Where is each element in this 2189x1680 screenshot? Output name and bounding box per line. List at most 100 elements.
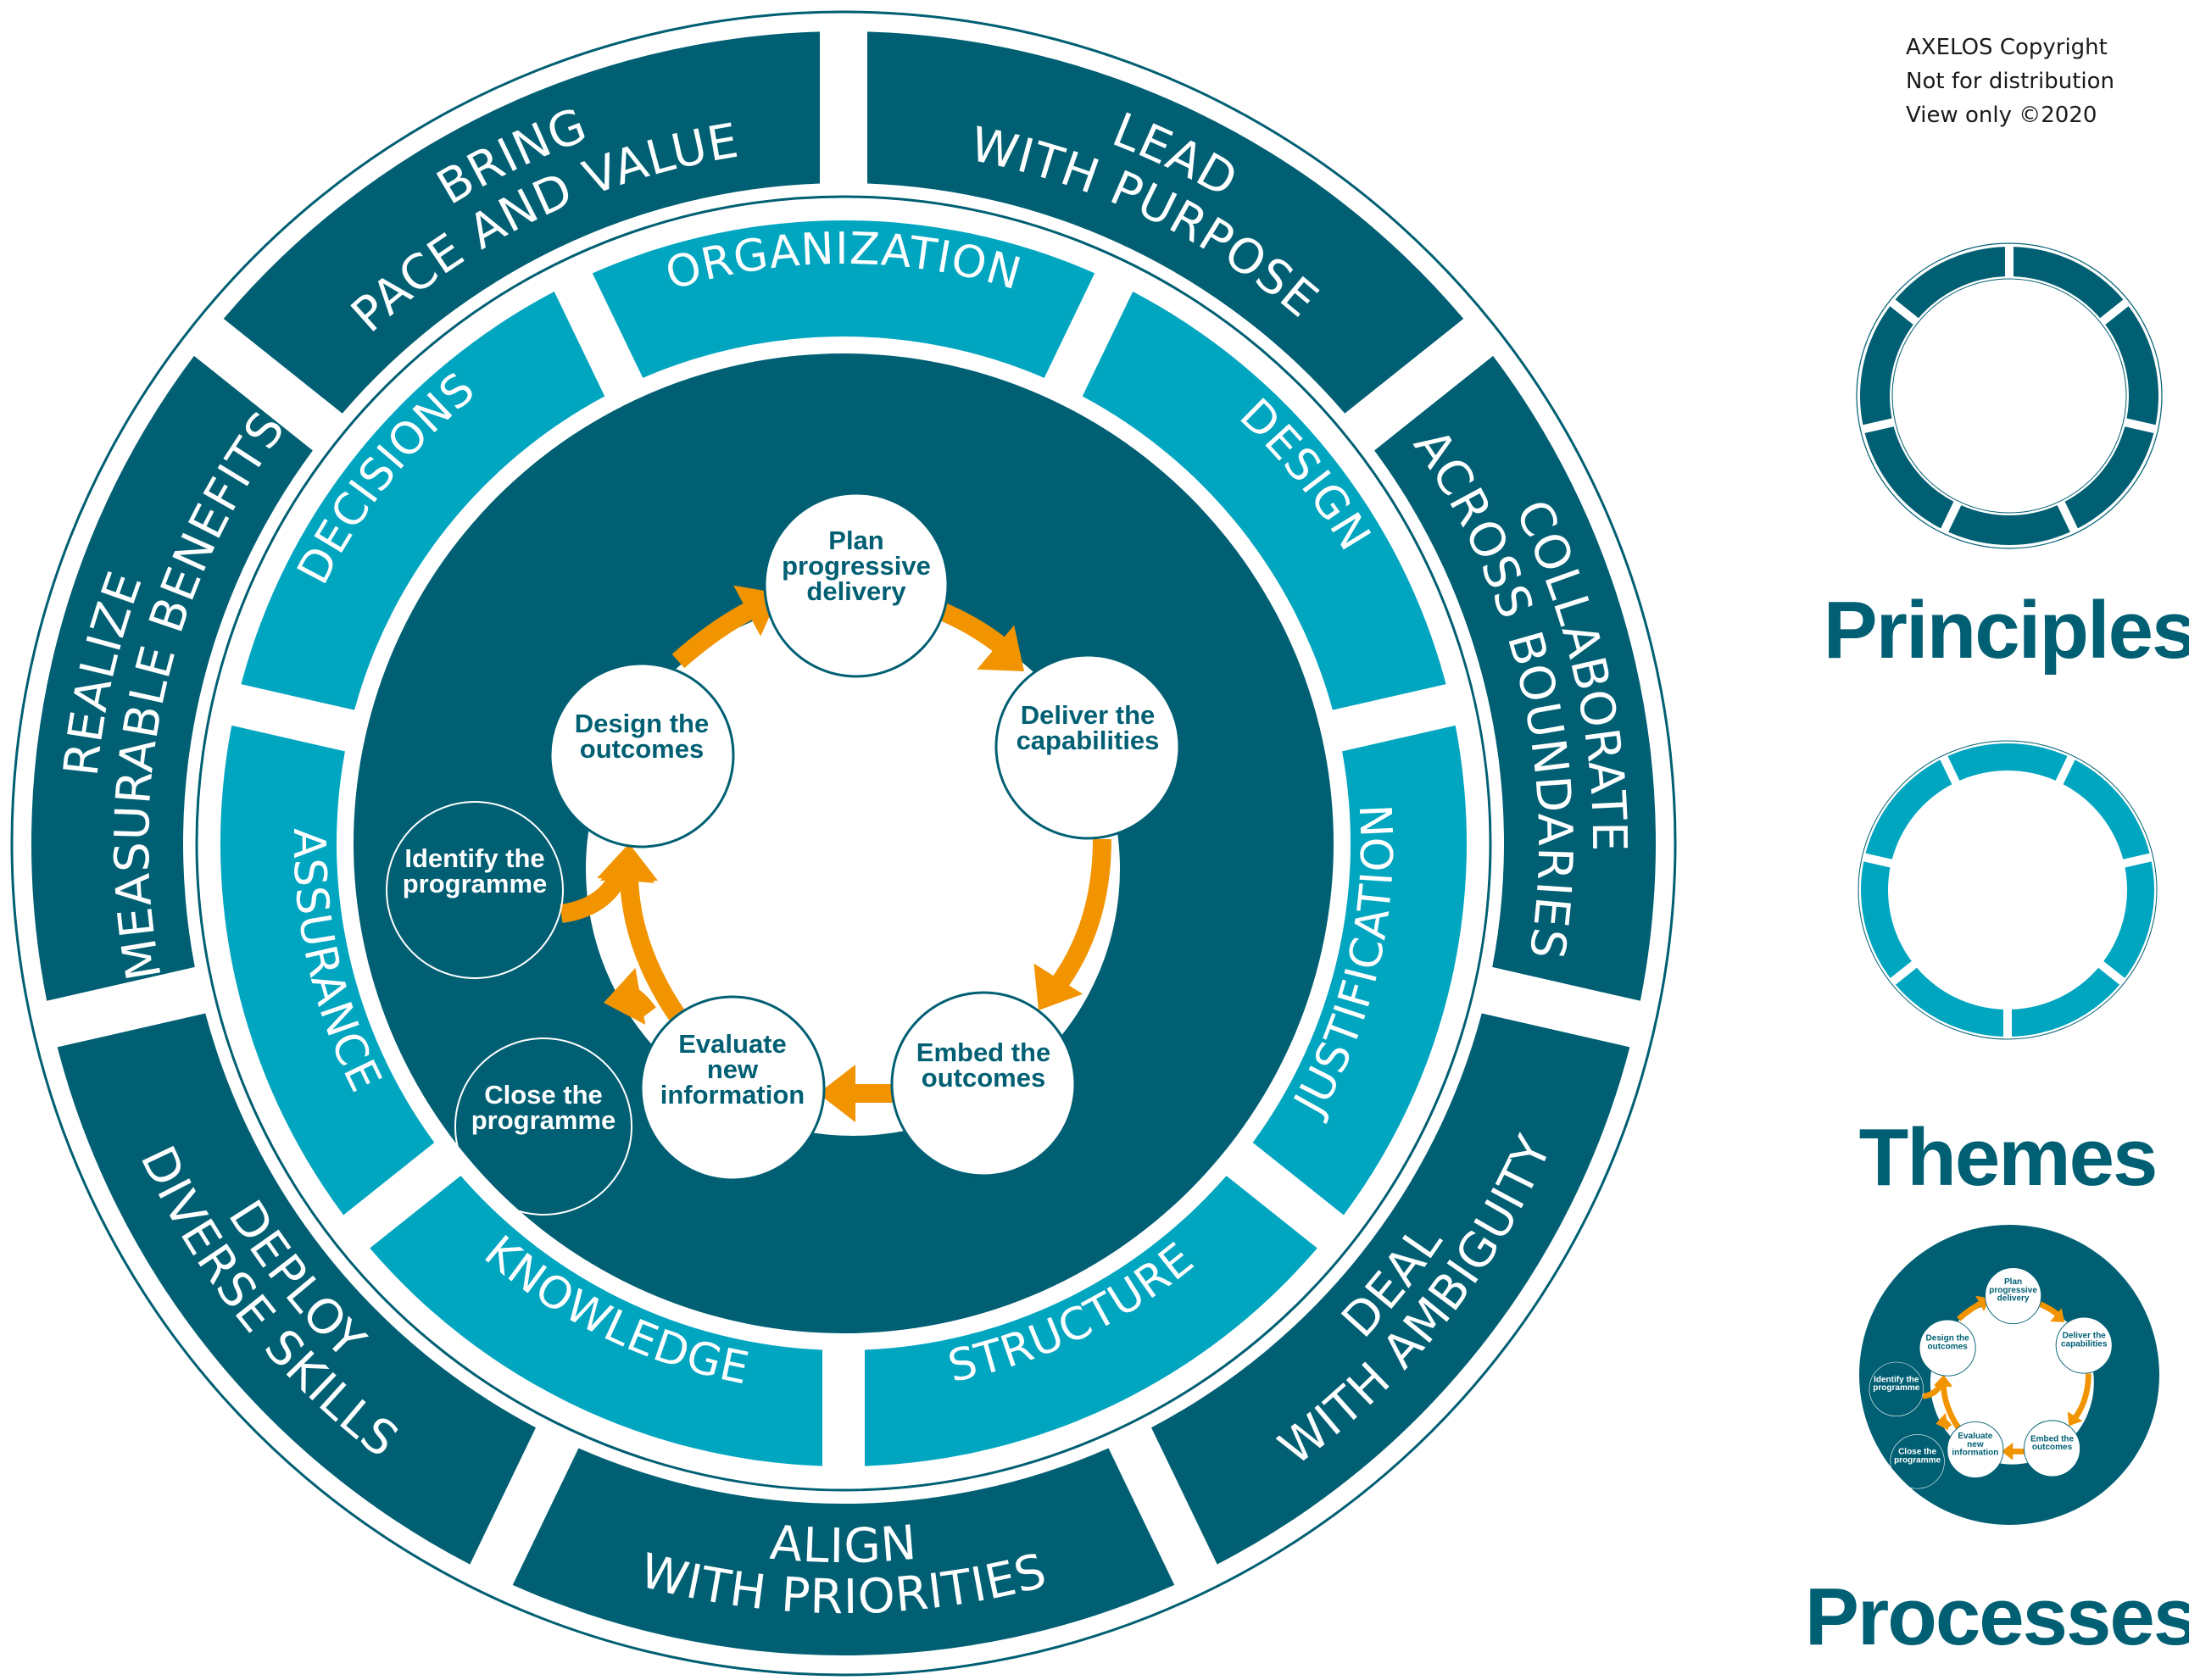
arrow-head xyxy=(2001,1442,2014,1460)
principle-segment-shape xyxy=(223,31,820,414)
legend-principles xyxy=(1856,242,2163,549)
process-step-label: Design the xyxy=(1926,1334,1970,1343)
principle-label-line1-path: ALIGN xyxy=(768,1516,918,1574)
legend-theme-segment xyxy=(1947,743,2068,781)
arrow-head xyxy=(818,1065,855,1122)
process-step-label: Plan xyxy=(828,526,883,555)
process-step-label: new xyxy=(1967,1440,1984,1449)
process-arrow xyxy=(1033,838,1111,1010)
theme-segment-shape xyxy=(220,725,435,1215)
legend-theme-segment xyxy=(2012,967,2120,1037)
legend-principle-segment xyxy=(1948,505,2070,546)
process-arrow xyxy=(2001,1442,2027,1460)
arrow-head xyxy=(2067,1411,2083,1427)
process-identify-label: Identify the xyxy=(404,843,544,873)
process-step-circle xyxy=(890,991,1077,1177)
arrow-head xyxy=(1933,1375,1952,1388)
process-step-label: capabilities xyxy=(1017,726,1160,755)
process-identify-circle xyxy=(386,801,564,979)
legend-outer-line xyxy=(1856,242,2163,549)
legend-principle-segment xyxy=(2105,306,2158,426)
legend-theme-segment xyxy=(1861,861,1912,978)
process-step-label: Embed the xyxy=(2030,1434,2075,1444)
process-step-label: outcomes xyxy=(2032,1443,2073,1452)
legend-principles-label: Principles xyxy=(1824,585,2189,676)
legend-principle-segment xyxy=(1895,247,2005,319)
process-step-label: progressive xyxy=(782,551,931,581)
outer-ring-line xyxy=(10,10,1677,1677)
arrow-head xyxy=(604,967,646,1025)
legend-principle-segment xyxy=(1864,426,1954,529)
arrow-head xyxy=(1936,1412,1949,1431)
copyright-line: Not for distribution xyxy=(1906,69,2114,94)
arrow-head xyxy=(2050,1308,2065,1322)
process-step-label: progressive xyxy=(1989,1286,2037,1295)
process-step-label: Evaluate xyxy=(1958,1432,1993,1441)
legend-outer-line xyxy=(1858,740,2158,1040)
process-step-label: outcomes xyxy=(1928,1342,1969,1351)
process-step-circle xyxy=(994,654,1181,840)
process-step-label: Deliver the xyxy=(2063,1332,2107,1341)
theme-segment-shape xyxy=(865,1176,1317,1466)
process-arrow xyxy=(939,603,1024,671)
process-step-label: outcomes xyxy=(922,1063,1045,1093)
theme-segment-shape xyxy=(370,1176,822,1466)
legend-processes-label: Processes xyxy=(1805,1572,2189,1662)
process-step-circle xyxy=(1919,1319,1976,1377)
process-close-label: Close the xyxy=(1898,1448,1936,1457)
process-arrow xyxy=(604,967,656,1025)
process-close-circle xyxy=(454,1037,632,1215)
legend-themes xyxy=(1858,740,2158,1040)
copyright-line: AXELOS Copyright xyxy=(1906,35,2108,60)
process-identify-circle xyxy=(1869,1361,1924,1416)
process-close-label: programme xyxy=(1894,1456,1941,1466)
theme-segment[interactable]: ORGANIZATION xyxy=(592,220,1095,378)
legend-theme-segment xyxy=(1865,759,1952,859)
principle-segment-shape xyxy=(57,1013,536,1565)
legend-principle-segment xyxy=(2064,426,2154,529)
principle-segment-shape xyxy=(512,1448,1175,1655)
process-step-circle xyxy=(2055,1316,2113,1374)
arrow-head xyxy=(977,625,1024,671)
process-step-circle xyxy=(639,995,826,1182)
process-close-label: programme xyxy=(471,1105,616,1135)
process-step-label: delivery xyxy=(1997,1294,2030,1304)
process-step-label: Deliver the xyxy=(1021,700,1156,730)
copyright-line: View only ©2020 xyxy=(1906,103,2097,128)
principle-segment-shape xyxy=(1374,355,1656,1001)
process-step-label: information xyxy=(1952,1449,1998,1458)
principle-segment-shape xyxy=(1151,1013,1630,1565)
process-step-circle xyxy=(2023,1420,2081,1477)
process-step-label: Embed the xyxy=(916,1037,1050,1067)
legend-theme-segment xyxy=(2103,861,2154,978)
arrow-shaft xyxy=(1042,838,1111,1003)
principle-segment-shape xyxy=(31,355,313,1001)
process-step-label: information xyxy=(660,1080,805,1110)
principle-label-line1: ALIGN xyxy=(768,1516,919,1574)
theme-segment-shape xyxy=(1082,292,1446,710)
process-step-label: outcomes xyxy=(580,734,704,764)
process-step-label: capabilities xyxy=(2061,1339,2108,1349)
process-arrow xyxy=(2038,1301,2065,1322)
process-close-label: Close the xyxy=(484,1080,603,1110)
process-identify-label: Identify the xyxy=(1874,1375,1919,1384)
process-arrow xyxy=(2067,1373,2092,1427)
